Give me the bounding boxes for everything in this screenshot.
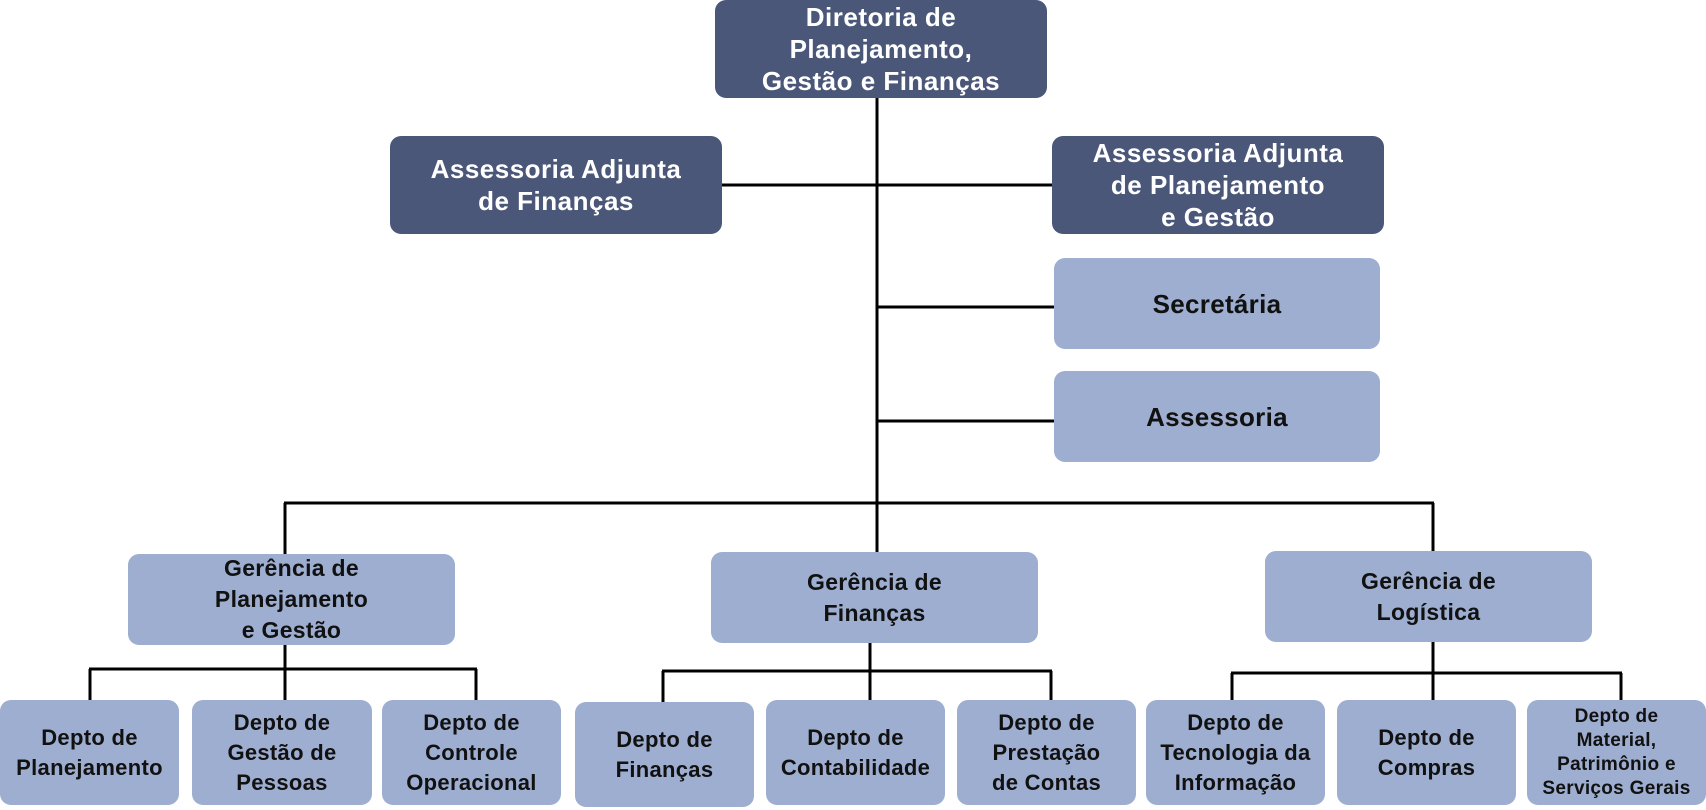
dept-box: Depto de Finanças bbox=[575, 702, 754, 807]
dept-box: Depto de Gestão de Pessoas bbox=[192, 700, 372, 805]
management-logistics-box: Gerência de Logística bbox=[1265, 551, 1592, 642]
management-planning-box: Gerência de Planejamento e Gestão bbox=[128, 554, 455, 645]
management-finance-box: Gerência de Finanças bbox=[711, 552, 1038, 643]
dept-box: Depto de Tecnologia da Informação bbox=[1146, 700, 1325, 805]
dept-box: Depto de Controle Operacional bbox=[382, 700, 561, 805]
dept-box: Depto de Contabilidade bbox=[766, 700, 945, 805]
director-box: Diretoria de Planejamento, Gestão e Fina… bbox=[715, 0, 1047, 98]
assessoria-box: Assessoria bbox=[1054, 371, 1380, 462]
dept-box: Depto de Planejamento bbox=[0, 700, 179, 805]
advisor-planning-box: Assessoria Adjunta de Planejamento e Ges… bbox=[1052, 136, 1384, 234]
secretary-box: Secretária bbox=[1054, 258, 1380, 349]
advisor-finance-box: Assessoria Adjunta de Finanças bbox=[390, 136, 722, 234]
dept-box: Depto de Material, Patrimônio e Serviços… bbox=[1527, 700, 1706, 805]
dept-box: Depto de Compras bbox=[1337, 700, 1516, 805]
dept-box: Depto de Prestação de Contas bbox=[957, 700, 1136, 805]
